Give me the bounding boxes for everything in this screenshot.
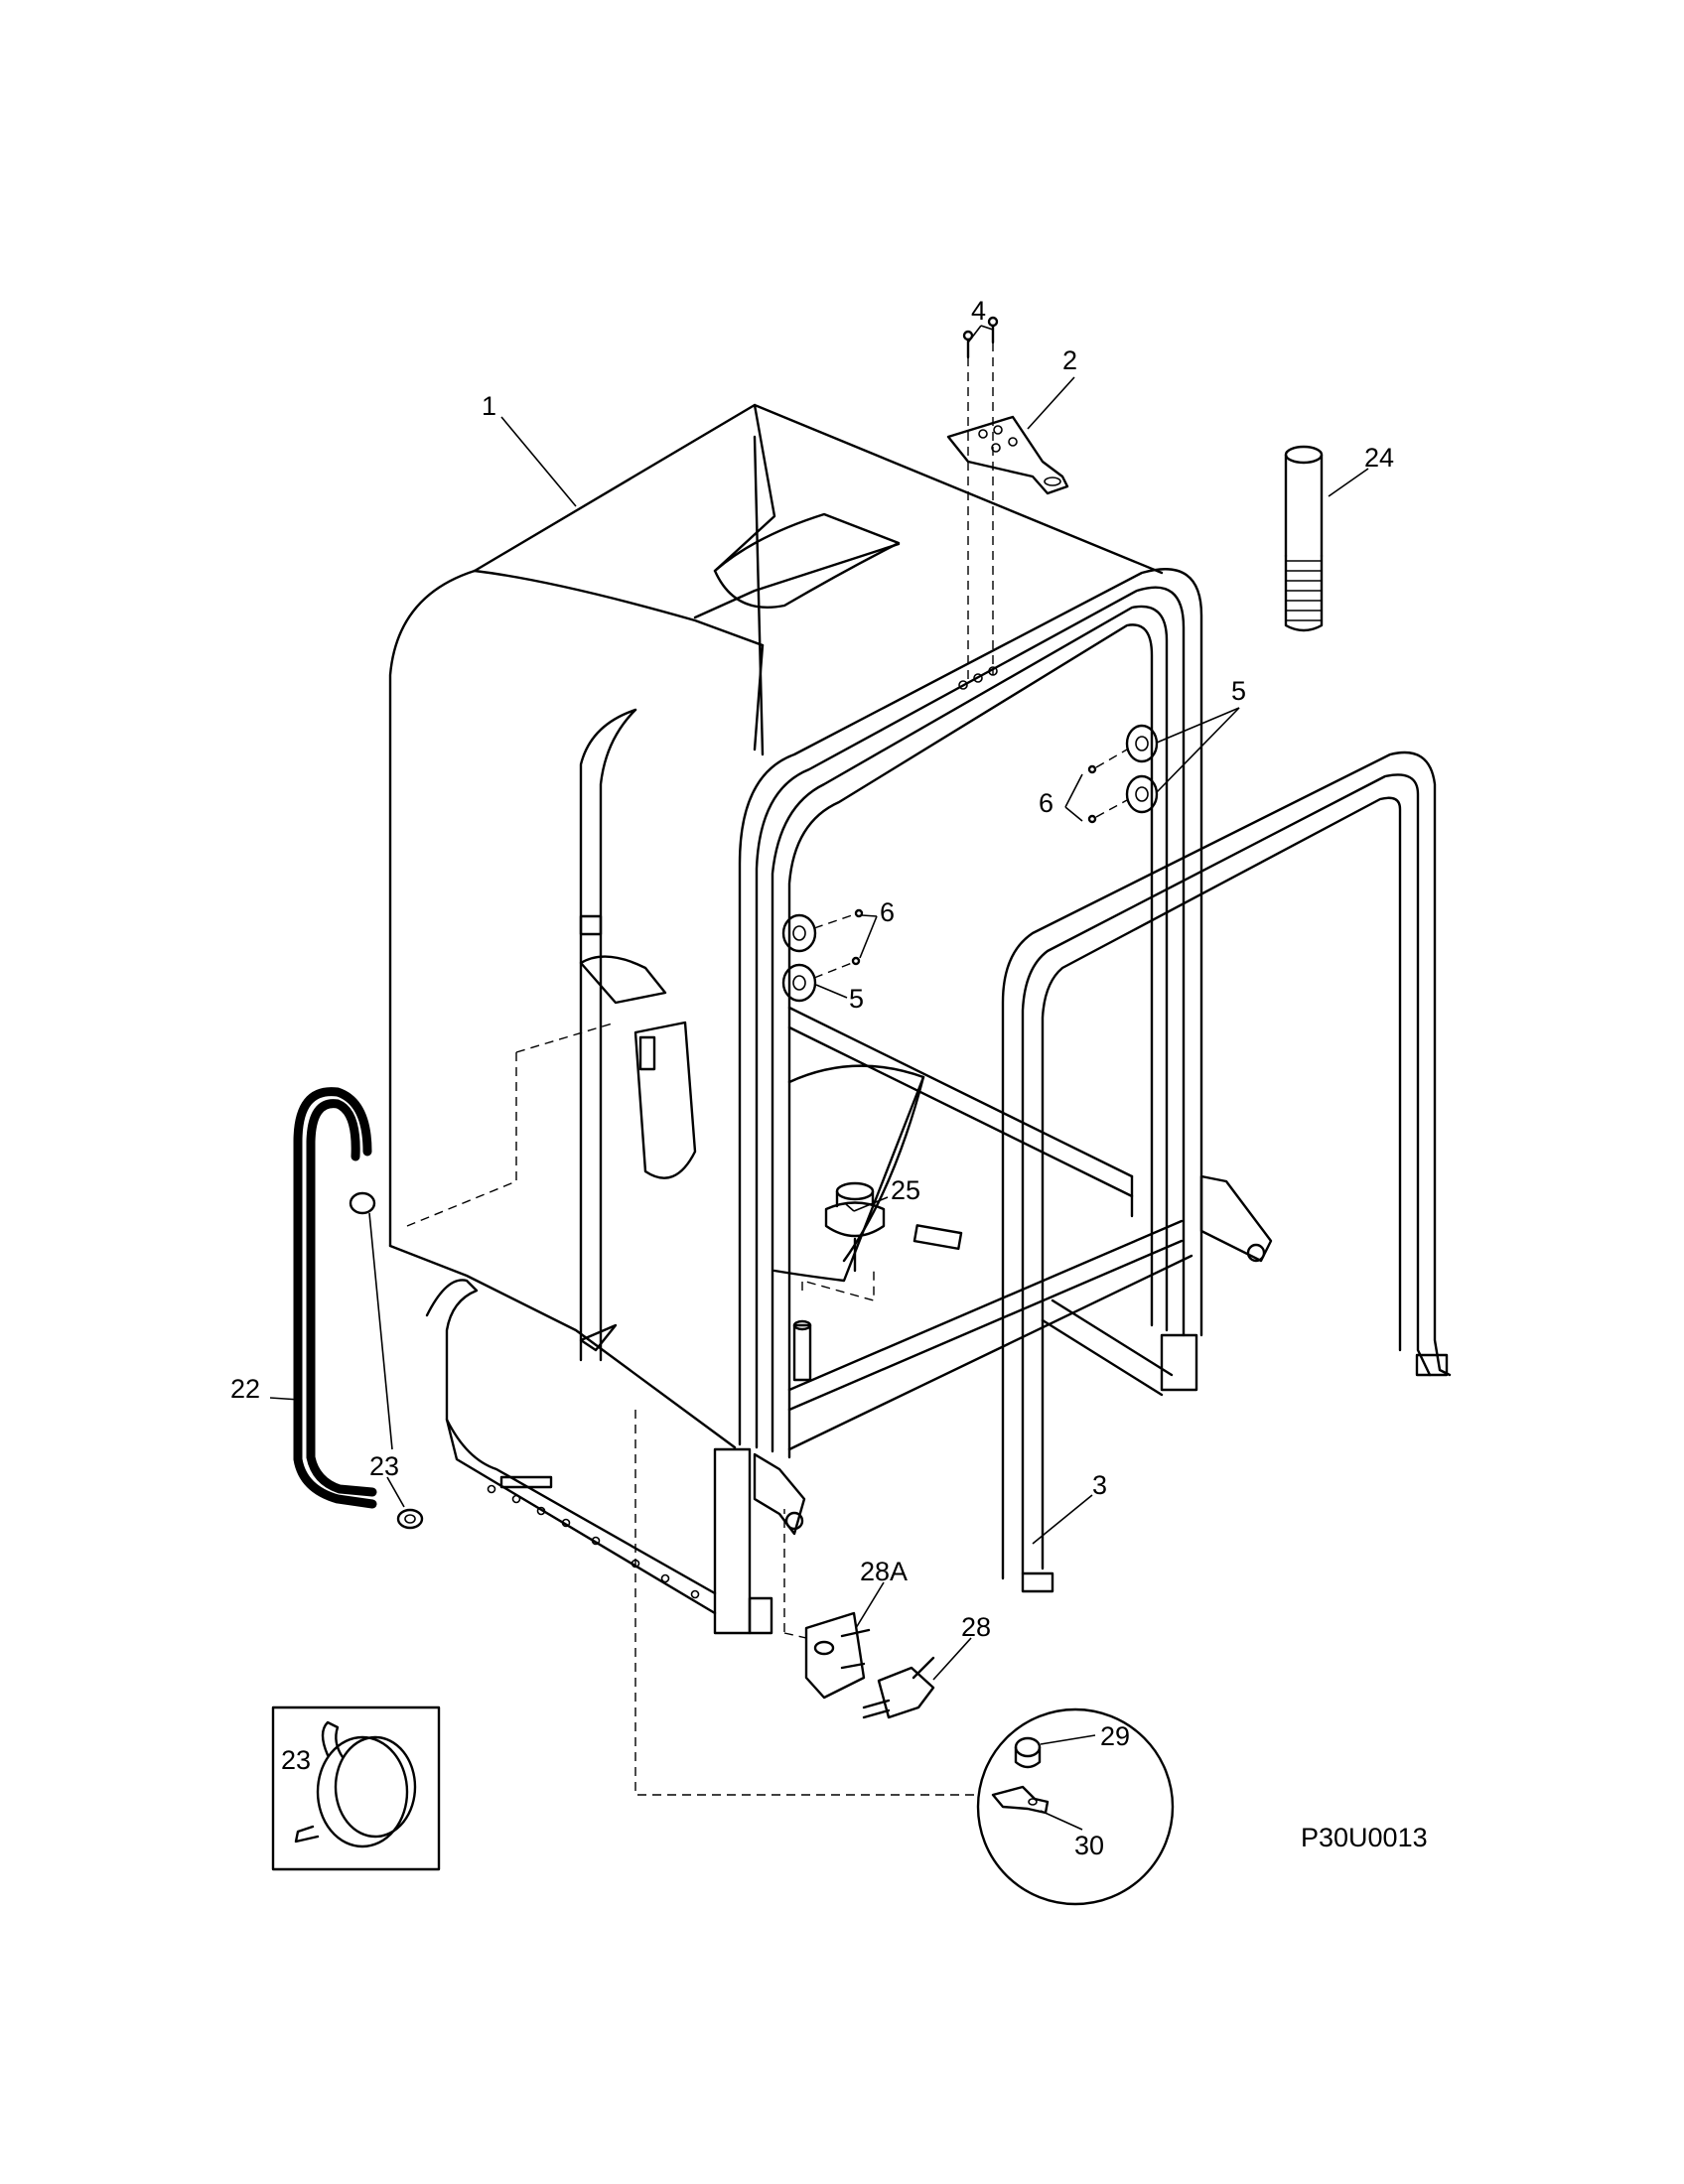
callout-23-detail: 23 bbox=[281, 1745, 311, 1775]
mounting-bracket bbox=[946, 415, 1069, 495]
callout-6-right: 6 bbox=[1039, 788, 1053, 818]
drawing-code: P30U0013 bbox=[1301, 1823, 1428, 1852]
callout-2: 2 bbox=[1062, 345, 1077, 375]
tub bbox=[388, 403, 1164, 1449]
thermostat-detail bbox=[976, 1707, 1175, 1906]
callout-30: 30 bbox=[1074, 1831, 1104, 1860]
screws-top bbox=[962, 316, 999, 685]
callout-6-left: 6 bbox=[880, 897, 895, 927]
callout-4: 4 bbox=[971, 296, 986, 326]
callout-28: 28 bbox=[961, 1612, 991, 1642]
hose-clamp bbox=[396, 1508, 424, 1530]
callout-28A: 28A bbox=[860, 1557, 908, 1586]
callout-24: 24 bbox=[1364, 443, 1394, 473]
callout-25: 25 bbox=[891, 1175, 920, 1205]
door-frame bbox=[425, 568, 1273, 1635]
callout-5-left: 5 bbox=[849, 984, 864, 1014]
float bbox=[792, 1181, 963, 1382]
callout-3: 3 bbox=[1092, 1470, 1107, 1500]
rollers-right bbox=[1087, 724, 1159, 824]
callout-labels: 1 2 4 24 5 6 6 5 25 3 22 23 23 28A 28 29… bbox=[230, 296, 1428, 1860]
callout-5-right: 5 bbox=[1231, 676, 1246, 706]
rollers-left bbox=[781, 908, 864, 1003]
callout-22: 22 bbox=[230, 1374, 260, 1404]
callout-29: 29 bbox=[1100, 1721, 1130, 1751]
clamp-detail-inset bbox=[271, 1706, 441, 1871]
callout-23: 23 bbox=[369, 1451, 399, 1481]
door-gasket bbox=[1001, 751, 1452, 1593]
assembly-dashed-lines bbox=[406, 1022, 978, 1796]
fill-tube bbox=[1284, 445, 1324, 632]
callout-1: 1 bbox=[482, 391, 496, 421]
float-switch-assembly bbox=[783, 1519, 935, 1719]
leader-lines bbox=[269, 325, 1369, 1831]
drain-hose bbox=[293, 1087, 393, 1509]
